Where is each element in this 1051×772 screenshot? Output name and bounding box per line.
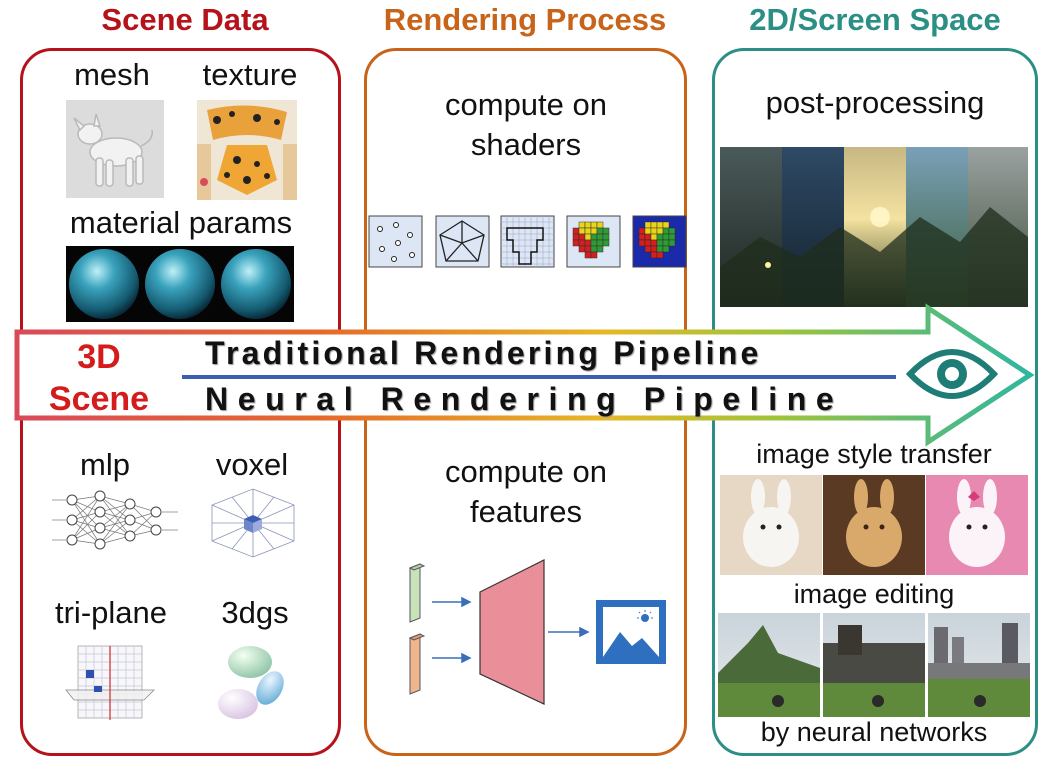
mlp-label: mlp (80, 447, 130, 482)
neural-pipeline-label: Neural Rendering Pipeline (205, 381, 844, 417)
texture-image (197, 100, 297, 200)
3d-scene-label: 3D Scene (48, 338, 150, 418)
header-screen-space: 2D/Screen Space (749, 2, 1001, 37)
voxel-diagram (210, 487, 296, 559)
voxel-label: voxel (215, 447, 289, 482)
image-editing-images (718, 613, 1030, 717)
compute-on-shaders-label: compute on shaders (445, 87, 607, 162)
style-transfer-images (720, 475, 1028, 575)
traditional-pipeline-label: Traditional Rendering Pipeline (205, 335, 762, 371)
image-style-transfer-label: image style transfer (756, 439, 992, 469)
feature-decoder-diagram (400, 558, 675, 708)
post-processing-label: post-processing (765, 85, 985, 120)
tri-plane-label: tri-plane (55, 595, 167, 630)
eye-icon (905, 344, 999, 404)
header-scene-data: Scene Data (101, 2, 269, 37)
compute-on-features-label: compute on features (445, 454, 607, 529)
mesh-label: mesh (74, 57, 150, 92)
3dgs-label: 3dgs (221, 595, 289, 630)
pipeline-divider (182, 375, 896, 379)
mlp-diagram (52, 490, 180, 550)
header-rendering-process: Rendering Process (383, 2, 667, 37)
post-processing-image (720, 147, 1028, 307)
tri-plane-diagram (64, 640, 156, 724)
mesh-image (66, 100, 164, 198)
texture-label: texture (202, 57, 298, 92)
shader-stages (368, 215, 688, 270)
by-neural-networks-label: by neural networks (760, 717, 988, 747)
image-editing-label: image editing (793, 579, 955, 609)
material-spheres-image (66, 246, 294, 322)
material-params-label: material params (69, 205, 293, 240)
3dgs-diagram (212, 640, 292, 724)
